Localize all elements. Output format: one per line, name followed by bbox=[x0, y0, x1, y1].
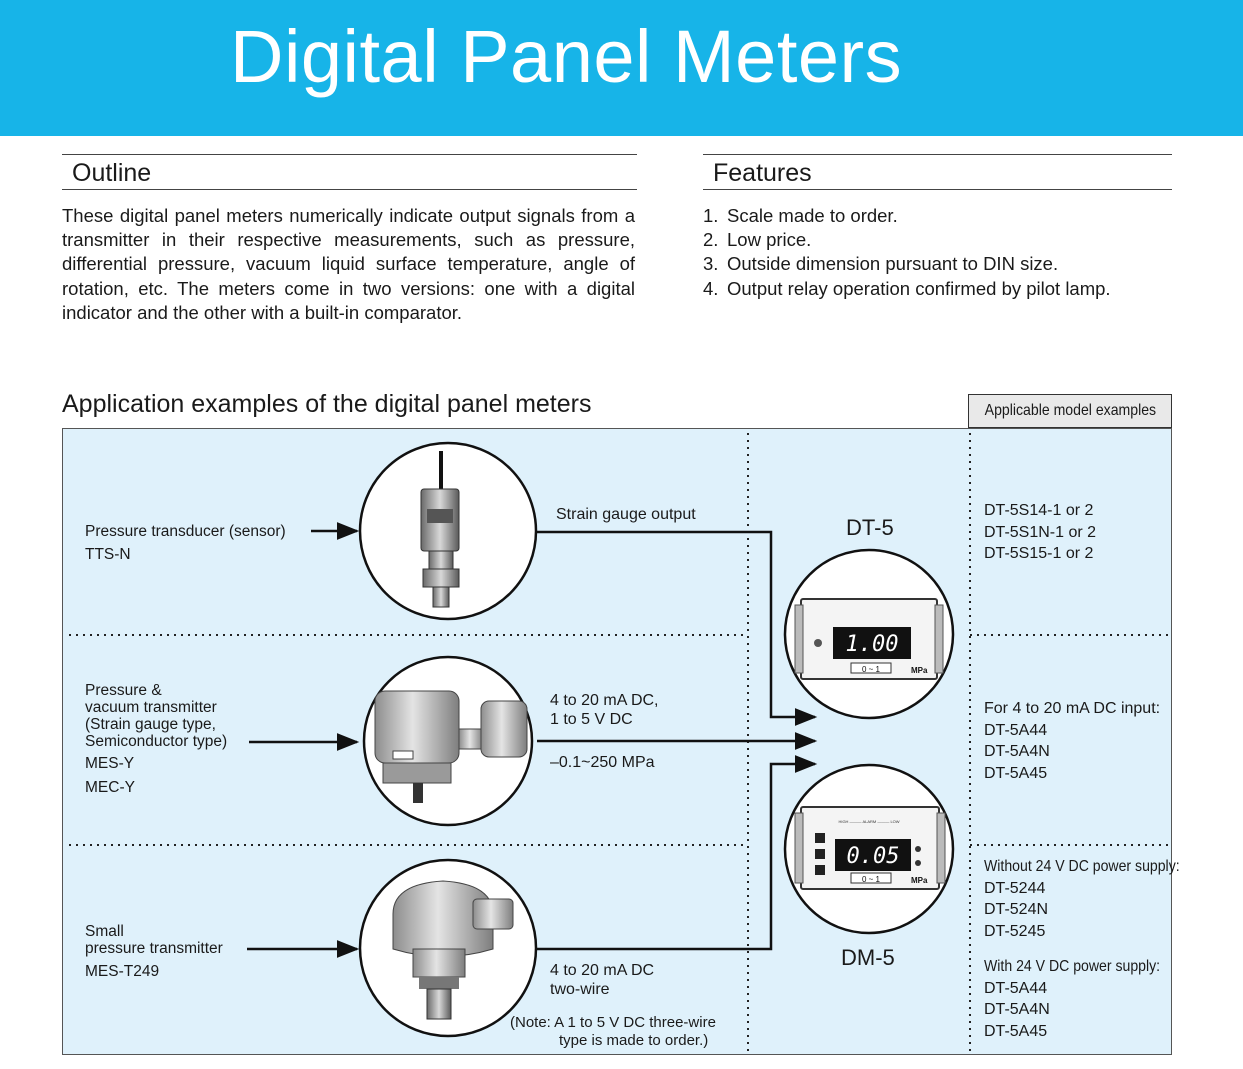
models-group-two-wire: Without 24 V DC power supply: DT-5244 DT… bbox=[984, 856, 1206, 1042]
model-code: DT-5A44 bbox=[984, 721, 1048, 739]
model-code: DT-524N bbox=[984, 901, 1049, 918]
transmitter-name-line: Pressure & bbox=[85, 682, 162, 699]
outline-text: These digital panel meters numerically i… bbox=[62, 205, 635, 323]
transducer-name: Pressure transducer (sensor) bbox=[85, 523, 286, 540]
small-transmitter-name-line: pressure transmitter bbox=[85, 940, 223, 957]
dm5-meter-photo: HIGH ——— ALARM ——— LOW 0.05 0 ~ 1 MPa bbox=[783, 763, 955, 935]
feature-item: 1. Scale made to order. bbox=[703, 204, 1171, 228]
feature-number: 2. bbox=[703, 229, 719, 251]
current-signal-line: 1 to 5 V DC bbox=[550, 711, 633, 728]
dt5-display-value: 1.00 bbox=[846, 632, 899, 657]
feature-text: Low price. bbox=[727, 229, 812, 251]
page-title: Digital Panel Meters bbox=[230, 15, 903, 98]
strain-gauge-label: Strain gauge output bbox=[556, 506, 696, 523]
note-line: (Note: A 1 to 5 V DC three-wire bbox=[510, 1014, 716, 1031]
two-wire-line: 4 to 20 mA DC bbox=[550, 962, 655, 979]
small-transmitter-name-line: Small bbox=[85, 923, 124, 940]
feature-text: Outside dimension pursuant to DIN size. bbox=[727, 253, 1059, 275]
note-line: type is made to order.) bbox=[559, 1032, 709, 1049]
current-signal-line: 4 to 20 mA DC, bbox=[550, 692, 659, 709]
dm5-top-marks: HIGH ——— ALARM ——— LOW bbox=[838, 819, 899, 824]
model-group-label: Without 24 V DC power supply: bbox=[984, 858, 1180, 875]
title-banner: Digital Panel Meters bbox=[0, 0, 1243, 136]
dm5-scale: 0 ~ 1 bbox=[862, 875, 881, 884]
model-code: DT-5A44 bbox=[984, 979, 1048, 997]
two-wire-line: two-wire bbox=[550, 981, 610, 998]
model-code: DT-5S15-1 or 2 bbox=[984, 545, 1094, 562]
dt5-unit: MPa bbox=[911, 666, 928, 675]
models-group-current: For 4 to 20 mA DC input: DT-5A44 DT-5A4N… bbox=[984, 698, 1160, 784]
transducer-model: TTS-N bbox=[85, 546, 131, 563]
model-group-label: With 24 V DC power supply: bbox=[984, 958, 1161, 975]
dt5-scale: 0 ~ 1 bbox=[862, 665, 881, 674]
model-code: DT-5A4N bbox=[984, 743, 1050, 760]
feature-number: 1. bbox=[703, 205, 719, 226]
small-transmitter-model: MES-T249 bbox=[85, 963, 160, 980]
line-strain-to-meter bbox=[537, 530, 818, 726]
dm5-name: DM-5 bbox=[841, 945, 895, 970]
model-examples-tag: Applicable model examples bbox=[968, 394, 1172, 428]
applications-heading: Application examples of the digital pane… bbox=[62, 390, 592, 418]
model-code: DT-5245 bbox=[984, 922, 1046, 940]
feature-item: 3. Outside dimension pursuant to DIN size… bbox=[703, 252, 1171, 276]
feature-text: Output relay operation confirmed by pilo… bbox=[727, 277, 1111, 299]
models-group-strain: DT-5S14-1 or 2 DT-5S1N-1 or 2 DT-5S15-1 … bbox=[984, 500, 1096, 565]
model-code: DT-5A45 bbox=[984, 1022, 1048, 1040]
model-code: DT-5A4N bbox=[984, 1001, 1050, 1018]
feature-text: Scale made to order. bbox=[727, 205, 898, 226]
transmitter-photo bbox=[362, 655, 534, 827]
feature-number: 4. bbox=[703, 277, 719, 299]
model-code: DT-5S14-1 or 2 bbox=[984, 502, 1094, 519]
pressure-range-label: –0.1~250 MPa bbox=[550, 754, 655, 771]
feature-number: 3. bbox=[703, 253, 719, 275]
model-code: DT-5A45 bbox=[984, 764, 1048, 782]
line-two-wire-to-meter bbox=[537, 755, 818, 951]
signal-lines bbox=[247, 522, 818, 958]
features-list: 1. Scale made to order. 2. Low price. 3. Ou… bbox=[703, 204, 1171, 301]
dt5-name: DT-5 bbox=[846, 515, 894, 540]
model-code: DT-5244 bbox=[984, 879, 1046, 897]
transmitter-model: MES-Y bbox=[85, 755, 135, 772]
features-heading: Features bbox=[703, 154, 1172, 190]
transmitter-name-line: Semiconductor type) bbox=[85, 733, 228, 750]
model-examples-tag-label: Applicable model examples bbox=[984, 402, 1156, 419]
application-diagram: 1.00 0 ~ 1 MPa HIGH ——— ALARM ——— LOW 0.… bbox=[62, 428, 1180, 1055]
feature-item: 4. Output relay operation confirmed by pi… bbox=[703, 277, 1171, 301]
feature-item: 2. Low price. bbox=[703, 228, 1171, 252]
transmitter-model: MEC-Y bbox=[85, 779, 135, 796]
transmitter-name-line: vacuum transmitter bbox=[85, 699, 217, 716]
dt5-meter-photo: 1.00 0 ~ 1 MPa bbox=[783, 548, 955, 720]
model-code: DT-5S1N-1 or 2 bbox=[984, 523, 1097, 541]
transmitter-name-line: (Strain gauge type, bbox=[85, 716, 216, 733]
diagram-graphics: 1.00 0 ~ 1 MPa HIGH ——— ALARM ——— LOW 0.… bbox=[69, 433, 1169, 1051]
small-transmitter-photo bbox=[358, 858, 538, 1038]
model-group-label: For 4 to 20 mA DC input: bbox=[984, 700, 1161, 717]
transducer-photo bbox=[358, 441, 538, 621]
dm5-display-value: 0.05 bbox=[847, 844, 900, 869]
dm5-unit: MPa bbox=[911, 876, 928, 885]
outline-heading: Outline bbox=[62, 154, 637, 190]
